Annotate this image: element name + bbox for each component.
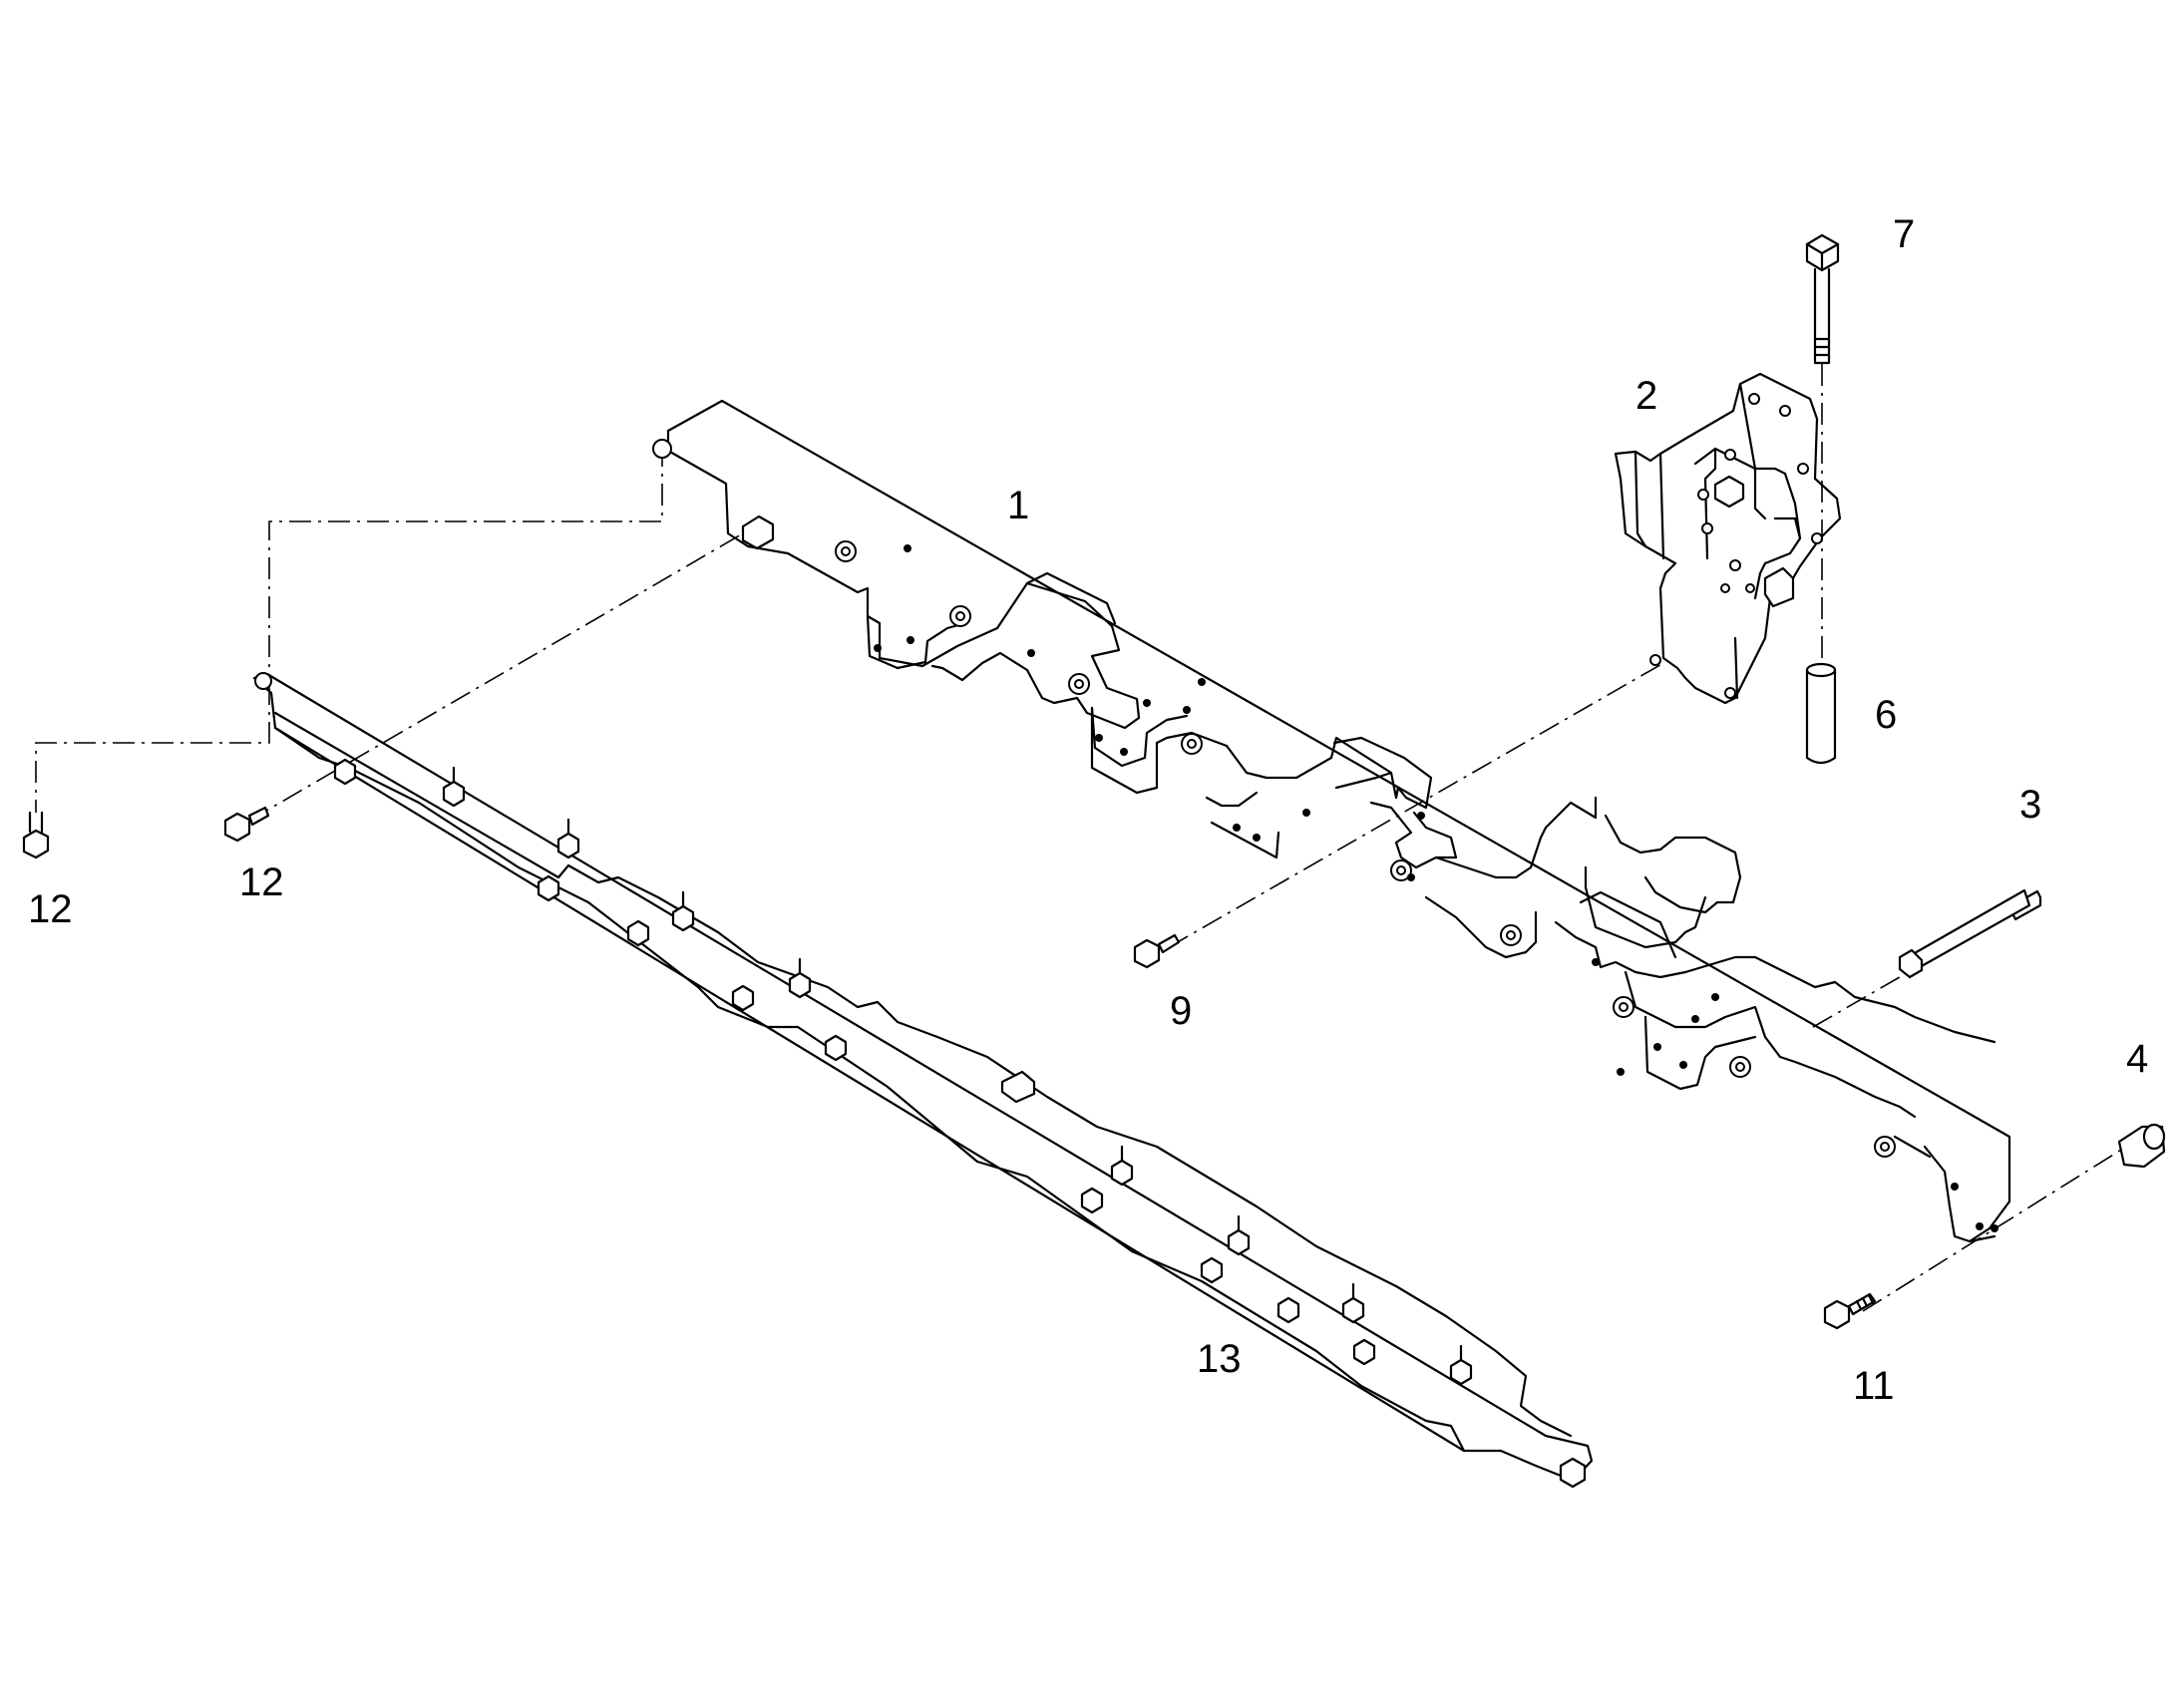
callout-6: 6: [1875, 693, 1897, 737]
callout-4: 4: [2126, 1037, 2148, 1081]
callout-2: 2: [1635, 374, 1657, 418]
callout-3: 3: [2019, 783, 2041, 827]
part-7-bolt: [1805, 233, 1840, 365]
part-2-bracket: [1614, 372, 1842, 705]
part-12-bolt-left: [22, 811, 50, 859]
part-13-lower-rail: [252, 672, 1594, 1489]
part-12-bolt-right: [223, 806, 270, 843]
callout-13: 13: [1197, 1337, 1242, 1381]
callout-7: 7: [1893, 212, 1915, 256]
leader-11-to-beam-end: [1862, 1141, 2135, 1312]
leader-9-to-bracket-2: [1168, 662, 1664, 948]
part-1-main-beam: [666, 399, 2011, 1243]
part-1-holes: [652, 439, 1998, 1232]
rail-nuts: [333, 758, 1376, 1366]
part-9-bolt: [1133, 933, 1181, 969]
leader-12-left-to-beam-end: [35, 445, 663, 813]
callout-1: 1: [1007, 484, 1029, 527]
callout-11: 11: [1853, 1364, 1895, 1408]
callouts: 1 2 3 4 6 7 9 11 12 12 13: [28, 212, 2148, 1408]
rail-studs: [442, 766, 1587, 1489]
part-4-bushing: [2117, 1123, 2166, 1169]
part-3-stud: [1898, 888, 2042, 979]
callout-9: 9: [1170, 989, 1192, 1033]
callout-12-right: 12: [239, 860, 284, 904]
part-11-bolt: [1823, 1292, 1877, 1330]
callout-12-left: 12: [28, 887, 73, 931]
leader-12-to-beam: [248, 532, 744, 822]
part-6-spacer: [1805, 662, 1837, 765]
leader-lines: [35, 364, 2135, 1312]
